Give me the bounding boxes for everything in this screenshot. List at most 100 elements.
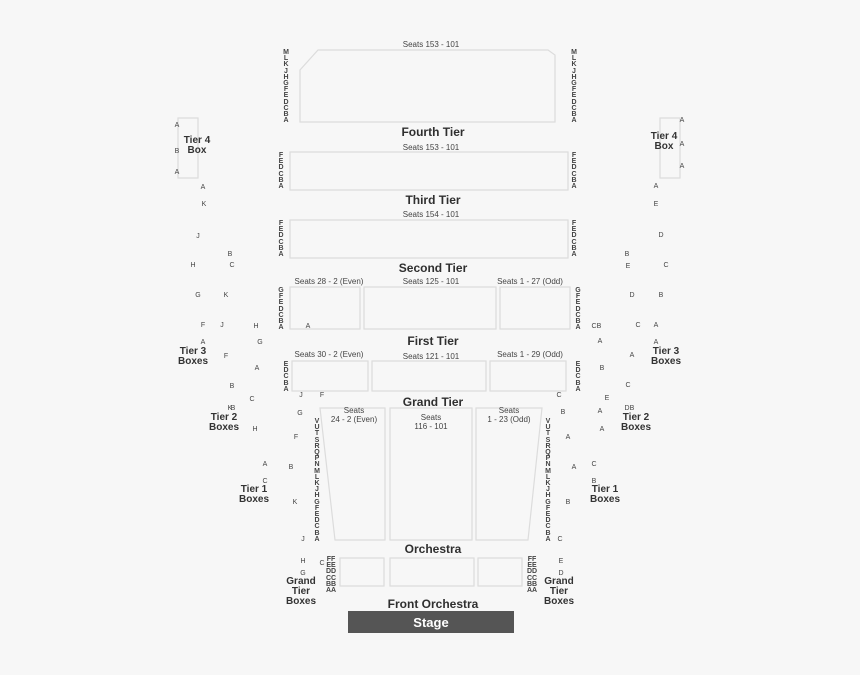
box-letter-left[interactable]: J — [301, 536, 305, 543]
box-letter-left[interactable]: K — [227, 405, 233, 412]
box-letter-left[interactable]: G — [195, 292, 201, 299]
section-third-tier[interactable]: Third Tier — [405, 193, 461, 207]
box-letter-right[interactable]: C — [635, 322, 641, 329]
box-letter-right[interactable]: A — [571, 464, 577, 471]
box-letter-left[interactable]: C — [249, 396, 255, 403]
box-letter-right[interactable]: C — [663, 262, 669, 269]
box-letter-left[interactable]: A — [305, 323, 311, 330]
box-letter-right[interactable]: B — [624, 251, 630, 258]
box-letter-left[interactable]: A — [200, 184, 206, 191]
box-letter-right[interactable]: E — [558, 558, 564, 565]
seat-range-fourth-tier: Seats 153 - 101 — [402, 40, 460, 49]
box-letter-left[interactable]: K — [201, 201, 207, 208]
seat-range-orch-center-line1: Seats — [420, 413, 442, 422]
box-letter-right[interactable]: C — [625, 382, 631, 389]
section-front-orchestra[interactable]: Front Orchestra — [387, 597, 479, 611]
box-letter-left[interactable]: J — [220, 322, 224, 329]
box-letter-right[interactable]: A — [597, 338, 603, 345]
box-letter-left[interactable]: H — [253, 323, 259, 330]
box-letter-left[interactable]: H — [190, 262, 196, 269]
box-letter-left[interactable]: F — [200, 322, 206, 329]
section-orchestra[interactable]: Orchestra — [404, 542, 462, 556]
box-letter-right[interactable]: B — [596, 323, 602, 330]
box-letter-right[interactable]: D — [558, 570, 564, 577]
box-letter-right[interactable]: A — [653, 339, 659, 346]
box-letter-right[interactable]: A — [599, 426, 605, 433]
box-letter-right[interactable]: A — [629, 352, 635, 359]
box-letter-right[interactable]: C — [556, 392, 562, 399]
box-letter-left[interactable]: B — [230, 405, 236, 412]
box-letter-right[interactable]: C — [591, 461, 597, 468]
box-letter-left[interactable]: J — [196, 233, 200, 240]
box-letter-right[interactable]: B — [658, 292, 664, 299]
box-letter-left[interactable]: F — [319, 392, 325, 399]
section-grand-tier[interactable]: Grand Tier — [402, 395, 464, 409]
box-letter-right[interactable]: A — [653, 183, 659, 190]
seat-range-orch-left-line2: 24 - 2 (Even) — [330, 415, 378, 424]
box-letter-right[interactable]: E — [604, 395, 610, 402]
box-letter-left[interactable]: C — [229, 262, 235, 269]
box-letter-right[interactable]: B — [560, 409, 566, 416]
box-letter-left[interactable]: F — [223, 353, 229, 360]
box-letter-right[interactable]: D — [629, 292, 635, 299]
box-letter-left[interactable]: B — [227, 251, 233, 258]
box-letter-right[interactable]: B — [629, 405, 635, 412]
box-letter-left[interactable]: C — [262, 478, 268, 485]
box-letter-right[interactable]: C — [591, 323, 597, 330]
box-letter-right[interactable]: C — [557, 536, 563, 543]
box-letter-left[interactable]: K — [292, 499, 298, 506]
box-letter-left[interactable]: A — [200, 339, 206, 346]
box-letter-left[interactable]: A — [262, 461, 268, 468]
box-letter-left[interactable]: H — [300, 558, 306, 565]
box-letter-right[interactable]: D — [658, 232, 664, 239]
seat-range-orch-center-line2: 116 - 101 — [414, 422, 448, 431]
box-letter-left[interactable]: G — [297, 410, 303, 417]
box-letter-left[interactable]: A — [254, 365, 260, 372]
box-letter-right[interactable]: B — [599, 365, 605, 372]
box-letter-right[interactable]: A — [679, 117, 685, 124]
box-letter-left[interactable]: J — [299, 392, 303, 399]
box-letter-left[interactable]: B — [229, 383, 235, 390]
box-letter-left[interactable]: H — [252, 426, 258, 433]
box-letter-right[interactable]: E — [653, 201, 659, 208]
box-letter-left[interactable]: B — [288, 464, 294, 471]
box-letter-right[interactable]: A — [565, 434, 571, 441]
box-letter-left[interactable]: K — [223, 292, 229, 299]
section-first-tier[interactable]: First Tier — [407, 334, 459, 348]
box-letter-right[interactable]: A — [679, 163, 685, 170]
box-letter-right[interactable]: B — [565, 499, 571, 506]
box-letter-left[interactable]: G — [257, 339, 263, 346]
box-letter-right[interactable]: B — [591, 478, 597, 485]
box-letter-left[interactable]: F — [293, 434, 299, 441]
box-letter-right[interactable]: A — [597, 408, 603, 415]
box-letter-right[interactable]: A — [653, 322, 659, 329]
section-fourth-tier[interactable]: Fourth Tier — [401, 125, 465, 139]
box-letter-left[interactable]: B — [174, 148, 180, 155]
box-letter-left[interactable]: C — [319, 560, 325, 567]
box-letter-right[interactable]: A — [679, 141, 685, 148]
box-letter-left[interactable]: A — [174, 122, 180, 129]
box-letter-right[interactable]: D — [624, 405, 630, 412]
box-letter-right[interactable]: E — [625, 263, 631, 270]
box-letter-left[interactable]: A — [174, 169, 180, 176]
box-letter-left[interactable]: G — [300, 570, 306, 577]
section-second-tier[interactable]: Second Tier — [398, 261, 468, 275]
